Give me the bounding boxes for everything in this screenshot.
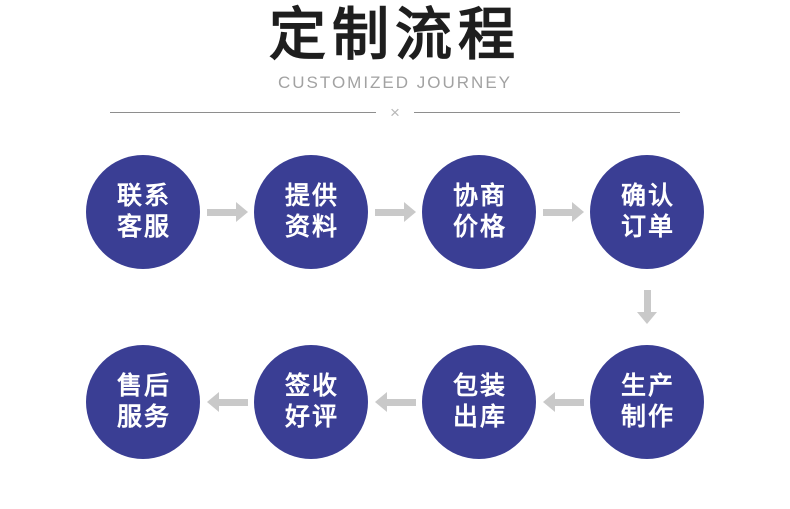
step-label-line2: 好评 xyxy=(284,403,339,431)
step-confirm-order: 确认 订单 xyxy=(590,155,704,269)
step-label-line1: 售后 xyxy=(116,372,171,400)
divider-line-left xyxy=(110,111,377,113)
step-circle: 包装 出库 xyxy=(422,345,536,459)
step-circle: 协商 价格 xyxy=(422,155,536,269)
arrow-left-icon xyxy=(206,392,248,412)
step-label-line1: 签收 xyxy=(284,372,339,400)
step-after-sales-service: 售后 服务 xyxy=(86,345,200,459)
step-circle: 提供 资料 xyxy=(254,155,368,269)
arrow-down-icon xyxy=(637,290,657,324)
step-circle: 签收 好评 xyxy=(254,345,368,459)
divider: × xyxy=(110,103,680,121)
connector-3-4 xyxy=(536,155,590,269)
arrow-left-icon xyxy=(542,392,584,412)
page-title: 定制流程 xyxy=(269,3,521,67)
step-label-line2: 制作 xyxy=(620,403,675,431)
step-circle: 生产 制作 xyxy=(590,345,704,459)
divider-x-icon: × xyxy=(390,102,400,122)
step-label-line1: 确认 xyxy=(620,182,675,210)
step-label-line2: 出库 xyxy=(452,403,507,431)
step-contact-service: 联系 客服 xyxy=(86,155,200,269)
step-label-line2: 资料 xyxy=(284,213,339,241)
step-label-line2: 价格 xyxy=(452,213,507,241)
connector-6-7 xyxy=(368,345,422,459)
step-label-line2: 服务 xyxy=(116,403,171,431)
step-label-line1: 联系 xyxy=(116,182,171,210)
step-label-line1: 协商 xyxy=(452,182,507,210)
step-circle: 确认 订单 xyxy=(590,155,704,269)
step-label-line1: 包装 xyxy=(452,372,507,400)
step-production: 生产 制作 xyxy=(590,345,704,459)
step-pack-and-ship: 包装 出库 xyxy=(422,345,536,459)
step-provide-materials: 提供 资料 xyxy=(254,155,368,269)
step-label-line1: 生产 xyxy=(620,372,675,400)
step-sign-and-review: 签收 好评 xyxy=(254,345,368,459)
connector-5-6 xyxy=(536,345,590,459)
flow-row-1: 联系 客服 提供 资料 协商 价格 xyxy=(0,155,790,269)
arrow-right-icon xyxy=(206,202,248,222)
step-circle: 售后 服务 xyxy=(86,345,200,459)
connector-2-3 xyxy=(368,155,422,269)
step-circle: 联系 客服 xyxy=(86,155,200,269)
step-label-line2: 订单 xyxy=(620,213,675,241)
header: 定制流程 CUSTOMIZED JOURNEY × xyxy=(0,0,790,121)
step-label-line1: 提供 xyxy=(284,182,339,210)
connector-spacer xyxy=(86,307,590,308)
page-subtitle: CUSTOMIZED JOURNEY xyxy=(277,73,513,92)
connector-1-2 xyxy=(200,155,254,269)
arrow-right-icon xyxy=(542,202,584,222)
flow-row-2: 售后 服务 签收 好评 包装 出库 xyxy=(0,345,790,459)
process-flow: 联系 客服 提供 资料 协商 价格 xyxy=(0,155,790,459)
connector-4-5 xyxy=(590,290,704,324)
arrow-left-icon xyxy=(374,392,416,412)
flow-connector-row xyxy=(0,269,790,345)
step-negotiate-price: 协商 价格 xyxy=(422,155,536,269)
step-label-line2: 客服 xyxy=(116,213,171,241)
divider-line-right xyxy=(413,111,680,113)
connector-7-8 xyxy=(200,345,254,459)
arrow-right-icon xyxy=(374,202,416,222)
